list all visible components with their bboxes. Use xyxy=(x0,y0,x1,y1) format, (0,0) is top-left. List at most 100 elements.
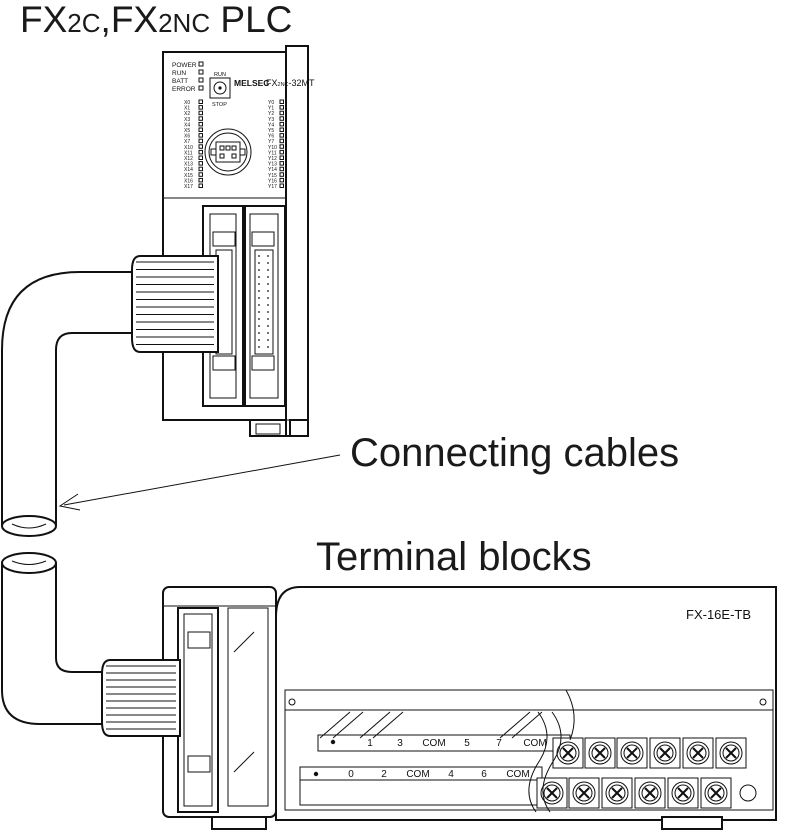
pin-dot xyxy=(258,269,260,271)
terminal-screw-icon[interactable] xyxy=(568,777,600,809)
input-label: X13 xyxy=(184,162,193,168)
programming-port[interactable] xyxy=(204,128,252,176)
output-led xyxy=(279,105,284,110)
io-led-columns: X0X1X2X3X4X5X6X7X10X11X12X13X14X15X16X17… xyxy=(184,99,284,190)
pin-dot xyxy=(258,304,260,306)
terminal-label-top: 1 xyxy=(367,738,373,749)
plc-model-label: FX2NC-32MT xyxy=(266,78,315,88)
output-label: Y11 xyxy=(268,150,277,156)
input-led xyxy=(198,172,203,177)
output-label: Y3 xyxy=(268,117,274,123)
output-label: Y4 xyxy=(268,122,274,128)
input-led xyxy=(198,166,203,172)
input-label: X16 xyxy=(184,178,193,184)
terminal-screw-icon[interactable] xyxy=(667,777,699,809)
terminal-screw-icon[interactable] xyxy=(715,737,747,769)
terminal-label-top: COM xyxy=(422,738,445,749)
output-led xyxy=(279,183,284,188)
status-led-group: POWER RUN BATT ERROR xyxy=(172,61,204,93)
output-label: Y12 xyxy=(268,156,277,162)
plc-title: FX2C,FX2NC PLC xyxy=(20,0,292,40)
pin-dot xyxy=(258,332,260,334)
pin-dot xyxy=(267,290,269,292)
input-led xyxy=(198,161,203,166)
input-led xyxy=(198,110,203,116)
pin-dot xyxy=(258,346,260,348)
terminal-label-top: 7 xyxy=(496,738,502,749)
input-label: X5 xyxy=(184,128,190,134)
input-label: X2 xyxy=(184,111,190,117)
input-led xyxy=(198,133,203,138)
terminal-label-top: COM xyxy=(523,738,546,749)
output-led xyxy=(279,149,284,155)
input-label: X10 xyxy=(184,145,193,151)
output-label: Y7 xyxy=(268,139,274,145)
output-label: Y17 xyxy=(268,184,277,190)
terminal-label-bottom: 2 xyxy=(381,769,387,780)
input-label: X3 xyxy=(184,117,190,123)
output-led xyxy=(279,172,284,177)
run-stop-switch[interactable]: RUN STOP xyxy=(209,72,231,108)
plc-brand-logo: MELSEC xyxy=(234,78,269,88)
common-dot-icon xyxy=(330,739,336,745)
terminal-screw-icon[interactable] xyxy=(700,777,732,809)
tb-window xyxy=(227,607,269,807)
terminal-screw-icon[interactable] xyxy=(601,777,633,809)
terminal-screw-icon[interactable] xyxy=(634,777,666,809)
terminal-screw-icon[interactable] xyxy=(616,737,648,769)
output-label: Y14 xyxy=(268,167,277,173)
pin-dot xyxy=(267,297,269,299)
terminal-screw-icon[interactable] xyxy=(682,737,714,769)
led-label-run: RUN xyxy=(172,70,186,77)
pin-dot xyxy=(267,283,269,285)
output-label: Y0 xyxy=(268,100,274,106)
input-led xyxy=(198,138,203,144)
input-led xyxy=(198,99,203,104)
pin-dot xyxy=(267,276,269,278)
pin-dot xyxy=(258,283,260,285)
input-label: X14 xyxy=(184,167,193,173)
input-led xyxy=(198,127,203,132)
cables-label: Connecting cables xyxy=(350,431,679,475)
pin-dot xyxy=(258,255,260,257)
input-led xyxy=(198,105,203,110)
output-label: Y1 xyxy=(268,106,274,112)
output-label: Y6 xyxy=(268,134,274,140)
output-led xyxy=(279,99,284,104)
common-dot-icon xyxy=(313,771,319,777)
pin-dot xyxy=(267,318,269,320)
plc-unit: POWER RUN BATT ERROR RUN STOP MELSEC FX2… xyxy=(162,45,315,437)
switch-pin-icon xyxy=(218,86,222,90)
pin-dot xyxy=(267,311,269,313)
plc-connector-right[interactable] xyxy=(244,205,286,407)
pin-dot xyxy=(258,311,260,313)
terminal-screw-icon[interactable] xyxy=(649,737,681,769)
terminal-blocks-label: Terminal blocks xyxy=(316,535,592,579)
plc-cable-plug xyxy=(131,255,219,353)
connector-pins xyxy=(258,255,269,348)
input-label: X12 xyxy=(184,156,193,162)
pin-dot xyxy=(258,276,260,278)
error-led xyxy=(198,85,204,91)
led-label-error: ERROR xyxy=(172,86,196,93)
end-hole-icon xyxy=(739,784,757,802)
terminal-label-bottom: COM xyxy=(506,769,529,780)
output-led xyxy=(279,116,284,121)
pin-dot xyxy=(258,297,260,299)
led-label-batt: BATT xyxy=(172,78,188,85)
input-label: X0 xyxy=(184,100,190,106)
terminal-label-bottom: 4 xyxy=(448,769,454,780)
input-led xyxy=(198,177,203,183)
pin-dot xyxy=(258,262,260,264)
output-label: Y16 xyxy=(268,178,277,184)
output-led xyxy=(279,155,284,160)
cables-arrow xyxy=(58,454,341,511)
terminal-screw-icon[interactable] xyxy=(584,737,616,769)
output-led xyxy=(279,138,284,144)
terminal-screw-icon[interactable] xyxy=(536,777,568,809)
pin-dot xyxy=(267,255,269,257)
pin-dot xyxy=(267,262,269,264)
input-label: X1 xyxy=(184,106,190,112)
mounting-hole-icon xyxy=(288,698,296,706)
terminal-label-top: 5 xyxy=(464,738,470,749)
